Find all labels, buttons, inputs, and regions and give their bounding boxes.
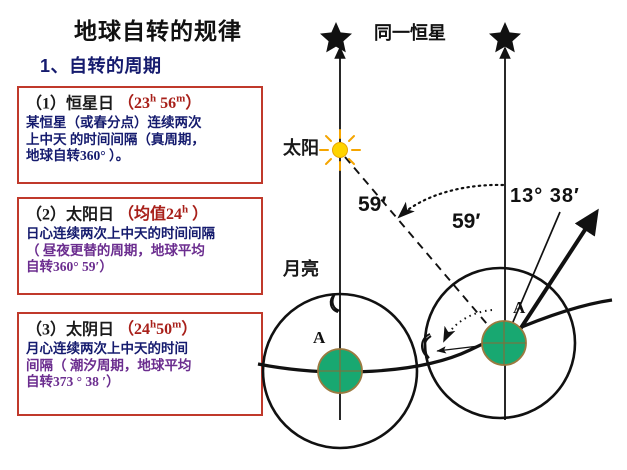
note-box-3-line-3: 自转373 ° 38 ′） xyxy=(26,374,120,390)
label-sun: 太阳 xyxy=(283,138,319,158)
rotation-arc-left xyxy=(329,293,341,313)
note-box-2-line-1: 日心连续两次上中天的时间间隔 xyxy=(26,226,215,242)
earth-globe-left xyxy=(317,348,363,394)
label-angle-13-38: 13° 38′ xyxy=(510,185,580,207)
note-box-3-duration: （24h50m） xyxy=(118,319,198,339)
rotation-arc-right xyxy=(421,333,432,359)
note-box-3-label: （3）太阴日 xyxy=(26,321,115,339)
note-box-1-line-3: 地球自转360° ）。 xyxy=(26,148,130,164)
label-same-star: 同一恒星 xyxy=(374,23,446,43)
note-box-2-line-2: （ 昼夜更替的周期，地球平均 xyxy=(26,242,205,258)
note-box-2-duration: （均值24h ） xyxy=(118,204,209,224)
note-box-1-label: （1）恒星日 xyxy=(26,95,115,113)
note-box-solar-day: （2）太阳日 （均值24h ） 日心连续两次上中天的时间间隔 （ 昼夜更替的周期… xyxy=(17,197,263,295)
note-box-1-line-2: 上中天 的时间间隔（真周期， xyxy=(26,131,205,147)
note-box-3-line-2: 间隔（ 潮汐周期，地球平均 xyxy=(26,357,192,373)
label-angle-59-upper: 59′ xyxy=(358,193,387,216)
section-subtitle: 1、自转的周期 xyxy=(40,56,162,76)
sun-icon xyxy=(319,129,361,171)
page-title: 地球自转的规律 xyxy=(74,18,242,44)
note-box-3-body: 月心连续两次上中天的时间 间隔（ 潮汐周期，地球平均 自转373 ° 38 ′） xyxy=(26,341,255,390)
star-icon-right xyxy=(489,22,521,53)
orbit-path xyxy=(257,298,613,374)
note-box-2-body: 日心连续两次上中天的时间间隔 （ 昼夜更替的周期，地球平均 自转360° 59′… xyxy=(26,226,255,275)
note-box-2-line-3: 自转360° 59′） xyxy=(26,259,113,275)
note-box-2-heading: （2）太阳日 （均值24h ） xyxy=(26,204,255,225)
angle-arc-lower-59 xyxy=(443,309,493,343)
note-box-lunar-day: （3）太阴日 （24h50m） 月心连续两次上中天的时间 间隔（ 潮汐周期，地球… xyxy=(17,312,263,416)
note-box-1-line-1: 某恒星（或春分点）连续两次 xyxy=(26,115,202,131)
earth-globe-right xyxy=(481,320,527,366)
note-box-sidereal-day: （1）恒星日 （23h 56m） 某恒星（或春分点）连续两次 上中天 的时间间隔… xyxy=(17,86,263,184)
label-point-a-right: A xyxy=(513,298,526,317)
note-box-2-label: （2）太阳日 xyxy=(26,206,115,224)
note-box-1-heading: （1）恒星日 （23h 56m） xyxy=(26,93,255,114)
note-box-1-duration: （23h 56m） xyxy=(118,93,202,113)
star-icon-left xyxy=(320,22,352,53)
angle-arc-upper-59 xyxy=(397,183,505,219)
lunar-angle-ray xyxy=(503,211,561,344)
note-box-3-heading: （3）太阴日 （24h50m） xyxy=(26,319,255,340)
note-box-1-body: 某恒星（或春分点）连续两次 上中天 的时间间隔（真周期， 地球自转360° ）。 xyxy=(26,115,255,164)
label-angle-59-lower: 59′ xyxy=(452,210,481,233)
label-point-a-left: A xyxy=(313,328,326,347)
label-moon: 月亮 xyxy=(283,259,319,279)
note-box-3-line-1: 月心连续两次上中天的时间 xyxy=(26,341,188,357)
